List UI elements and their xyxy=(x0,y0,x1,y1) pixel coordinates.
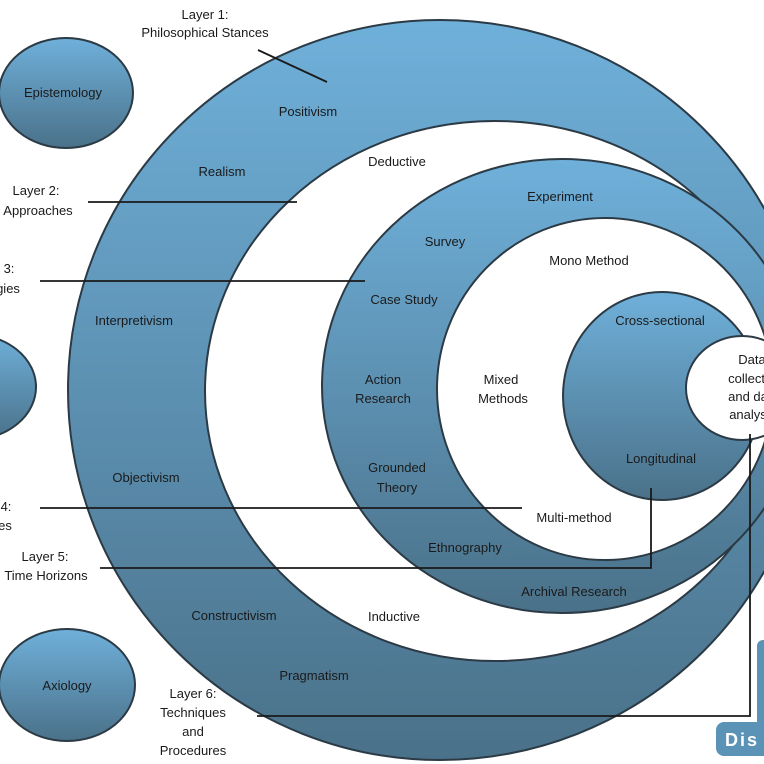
core-label-2: collecti xyxy=(728,371,764,386)
epistemology-circle xyxy=(0,37,134,149)
core-label-4: analys xyxy=(729,407,764,422)
ethnography-label: Ethnography xyxy=(428,540,502,555)
axiology-circle xyxy=(0,628,136,742)
objectivism-label: Objectivism xyxy=(112,470,179,485)
archival-research-label: Archival Research xyxy=(521,584,627,599)
pragmatism-label: Pragmatism xyxy=(279,668,348,683)
cross-sectional-label: Cross-sectional xyxy=(615,313,705,328)
core-label-1: Data xyxy=(738,352,764,367)
grounded-theory-label-1: Grounded xyxy=(368,460,426,475)
mixed-methods-label-1: Mixed xyxy=(484,372,519,387)
experiment-label: Experiment xyxy=(527,189,593,204)
layer1-line xyxy=(257,49,328,83)
layer3-label: 3: xyxy=(4,261,15,276)
core-label-3: and da xyxy=(728,389,764,404)
grounded-theory-label-2: Theory xyxy=(377,480,418,495)
action-research-label-1: Action xyxy=(365,372,401,387)
layer1-label: Layer 1: xyxy=(182,7,229,22)
layer6-sublabel-2: and xyxy=(182,724,204,739)
layer3-sublabel: gies xyxy=(0,281,20,296)
longitudinal-label: Longitudinal xyxy=(626,451,696,466)
layer6-label: Layer 6: xyxy=(170,686,217,701)
layer4-label: 4: xyxy=(1,499,12,514)
ontology-circle xyxy=(0,338,37,436)
layer5-label: Layer 5: xyxy=(22,549,69,564)
action-research-label-2: Research xyxy=(355,391,411,406)
layer5-sublabel: Time Horizons xyxy=(4,568,88,583)
layer2-sublabel: Approaches xyxy=(3,203,73,218)
inductive-label: Inductive xyxy=(368,609,420,624)
core-circle xyxy=(685,335,764,441)
epistemology-label: Epistemology xyxy=(24,85,103,100)
layer6-sublabel-3: Procedures xyxy=(160,743,227,758)
survey-label: Survey xyxy=(425,234,466,249)
layer2-label: Layer 2: xyxy=(13,183,60,198)
layer6-line xyxy=(257,434,751,717)
deductive-label: Deductive xyxy=(368,154,426,169)
mixed-methods-label-2: Methods xyxy=(478,391,528,406)
layer6-sublabel-1: Techniques xyxy=(160,705,226,720)
constructivism-label: Constructivism xyxy=(191,608,276,623)
positivism-label: Positivism xyxy=(279,104,338,119)
interpretivism-label: Interpretivism xyxy=(95,313,173,328)
case-study-label: Case Study xyxy=(370,292,438,307)
realism-label: Realism xyxy=(199,164,246,179)
layer4-sublabel: es xyxy=(0,518,12,533)
mono-method-label: Mono Method xyxy=(549,253,629,268)
axiology-label: Axiology xyxy=(42,678,92,693)
multi-method-label: Multi-method xyxy=(536,510,611,525)
layer5-line xyxy=(100,488,652,569)
logo: Dis xyxy=(716,640,764,756)
logo-text: Dis xyxy=(725,730,759,750)
layer1-sublabel: Philosophical Stances xyxy=(141,25,269,40)
